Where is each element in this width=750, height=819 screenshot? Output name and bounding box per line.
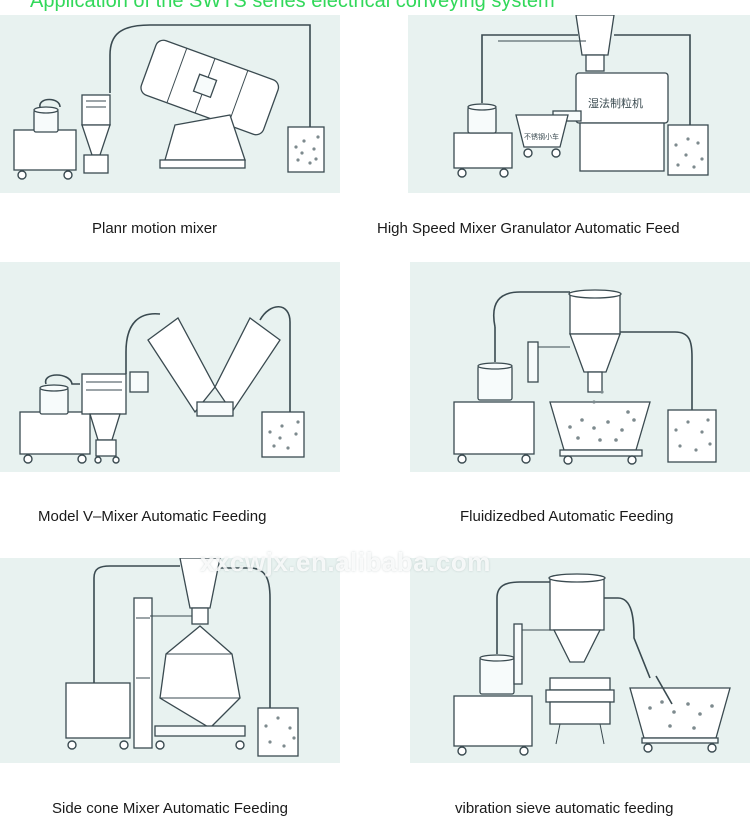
svg-text:不锈钢小车: 不锈钢小车 [524,132,559,141]
diagram-planar-motion-mixer [0,15,340,193]
page-title: Application of the SWTS series electrica… [30,0,555,12]
diagram-fluidized-bed [410,262,750,472]
diagram-high-speed-mixer-granulator: 湿法制粒机 不锈钢小车 [408,15,750,193]
svg-text:湿法制粒机: 湿法制粒机 [588,96,643,110]
caption-v-mixer: Model V–Mixer Automatic Feeding [38,508,267,525]
caption-vibration-sieve: vibration sieve automatic feeding [455,800,674,817]
diagram-v-mixer [0,262,340,472]
diagram-side-cone-mixer [0,558,340,763]
watermark: xxcwjx.en.alibaba.com [200,547,491,577]
caption-planar-motion-mixer: Planr motion mixer [92,220,218,237]
caption-high-speed-mixer-granulator: High Speed Mixer Granulator Automatic Fe… [377,220,680,237]
caption-side-cone-mixer: Side cone Mixer Automatic Feeding [52,800,288,817]
caption-fluidized-bed: Fluidizedbed Automatic Feeding [460,508,674,525]
diagram-vibration-sieve [410,558,750,763]
